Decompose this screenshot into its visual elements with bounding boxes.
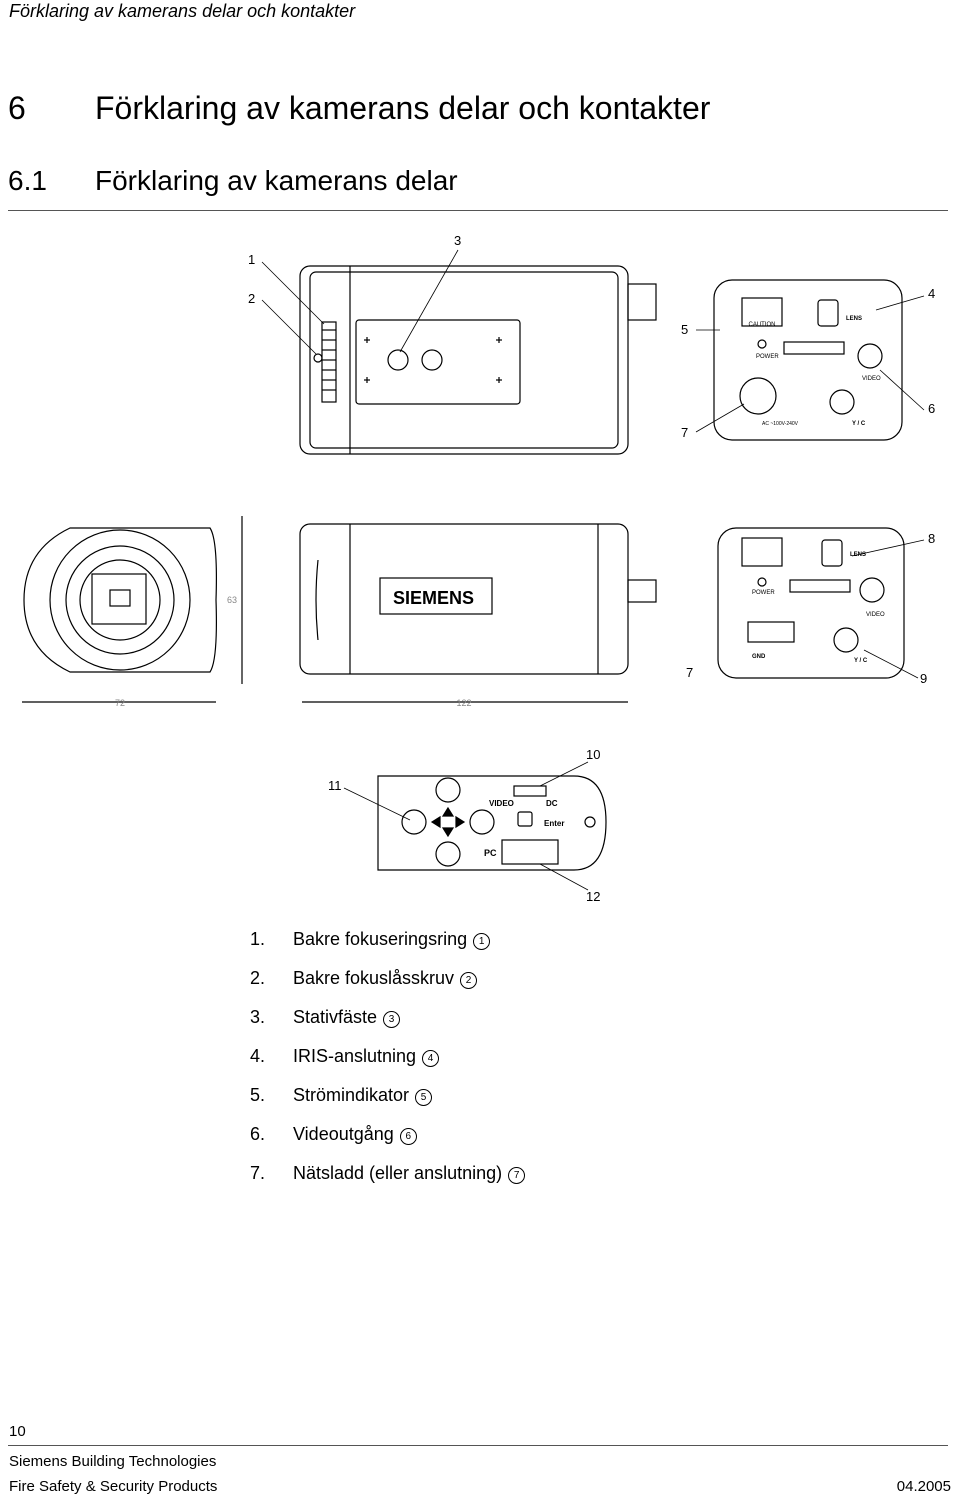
- footer-division: Fire Safety & Security Products: [9, 1478, 218, 1495]
- leader-lines: [261, 249, 925, 891]
- callout-6: 6: [928, 401, 935, 416]
- chapter-number: 6: [8, 90, 26, 126]
- rear-panel-dc: POWER LENS VIDEO GND Y / C: [717, 527, 905, 679]
- power-label-dc: POWER: [752, 590, 775, 596]
- footer-company: Siemens Building Technologies: [9, 1453, 217, 1470]
- rear-panel-ac: CAUTION POWER LENS VIDEO AC ~100V-240V Y…: [713, 279, 903, 441]
- dim-height: 63: [227, 595, 237, 605]
- running-header: Förklaring av kamerans delar och kontakt…: [9, 1, 356, 21]
- power-label: POWER: [756, 354, 779, 360]
- camera-front-view: 63 72: [22, 516, 243, 708]
- caution-label: CAUTION: [749, 322, 776, 328]
- callout-11: 11: [328, 778, 342, 793]
- footer-rule: [8, 1445, 948, 1446]
- dim-width: 72: [115, 698, 125, 708]
- callout-2: 2: [248, 291, 255, 306]
- callout-10: 10: [586, 747, 600, 762]
- camera-diagram: CAUTION POWER LENS VIDEO AC ~100V-240V Y…: [22, 233, 935, 904]
- callout-7: 7: [681, 425, 688, 440]
- gnd-label: GND: [752, 654, 766, 660]
- footer-date: 04.2005: [896, 1478, 951, 1495]
- section-rule: [8, 210, 948, 211]
- list-item: 7.Nätsladd (eller anslutning)7: [250, 1162, 526, 1201]
- callout-8: 8: [928, 531, 935, 546]
- callout-12: 12: [586, 889, 600, 904]
- video-label: VIDEO: [862, 376, 881, 382]
- osd-video-label: VIDEO: [489, 799, 514, 808]
- osd-pc-label: PC: [484, 848, 497, 858]
- page-number: 10: [9, 1423, 26, 1440]
- section-number: 6.1: [8, 165, 47, 196]
- callout-7b: 7: [686, 665, 693, 680]
- chapter-heading: 6 Förklaring av kamerans delar och kontak…: [8, 90, 710, 127]
- callout-1: 1: [248, 252, 255, 267]
- siemens-logo: SIEMENS: [393, 588, 474, 608]
- yc-label: Y / C: [852, 421, 866, 427]
- yc-label-dc: Y / C: [854, 658, 868, 664]
- camera-top-view: [299, 265, 657, 455]
- callout-9: 9: [920, 671, 927, 686]
- chapter-title: Förklaring av kamerans delar och kontakt…: [95, 90, 711, 126]
- osd-enter-label: Enter: [544, 819, 564, 828]
- dim-length: 122: [456, 698, 471, 708]
- callouts: 1 2 3 4 5 6 7 8 7 9 10 11 12: [248, 233, 935, 904]
- callout-4: 4: [928, 286, 935, 301]
- callout-5: 5: [681, 322, 688, 337]
- section-heading: 6.1 Förklaring av kamerans delar: [8, 165, 458, 197]
- section-title: Förklaring av kamerans delar: [95, 165, 458, 196]
- video-label-dc: VIDEO: [866, 612, 885, 618]
- camera-side-view: SIEMENS 122: [299, 523, 657, 708]
- osd-dc-label: DC: [546, 799, 558, 808]
- osd-control-panel: VIDEO DC Enter PC: [377, 775, 607, 871]
- ac-label: AC ~100V-240V: [762, 421, 799, 427]
- lens-label: LENS: [846, 316, 862, 322]
- callout-3: 3: [454, 233, 461, 248]
